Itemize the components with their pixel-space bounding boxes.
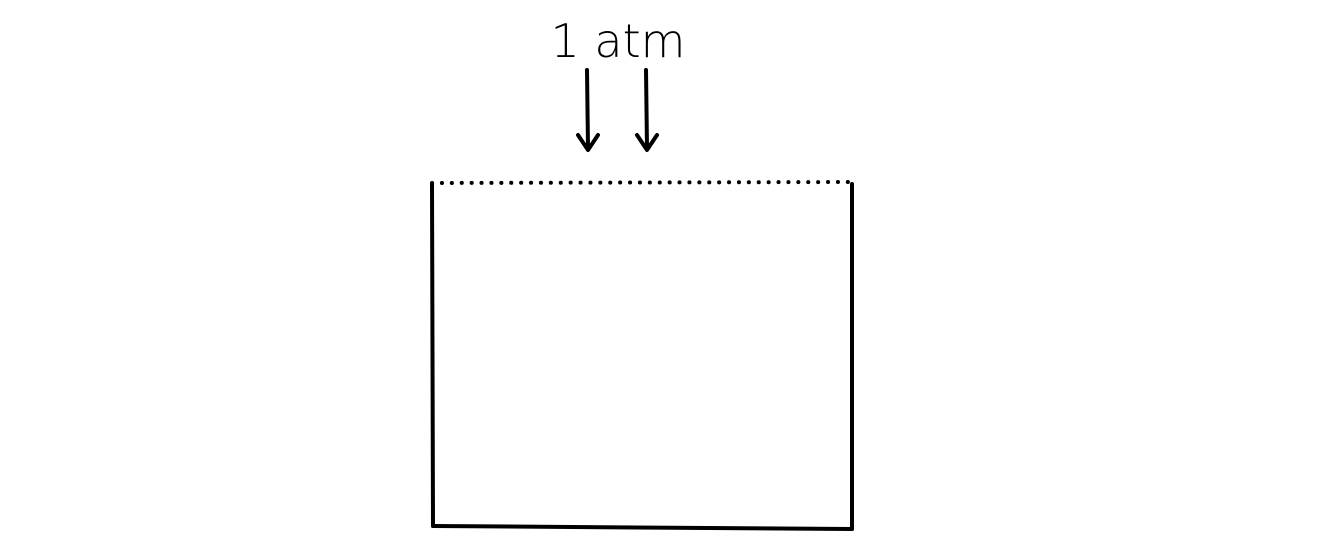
- pressure-arrow-left: [576, 68, 600, 152]
- pressure-label: 1 atm: [551, 14, 686, 68]
- open-surface-dotted-line: [430, 180, 854, 185]
- container-bottom: [431, 524, 854, 531]
- pressure-arrow-right: [635, 68, 659, 152]
- container-left-wall: [430, 182, 435, 528]
